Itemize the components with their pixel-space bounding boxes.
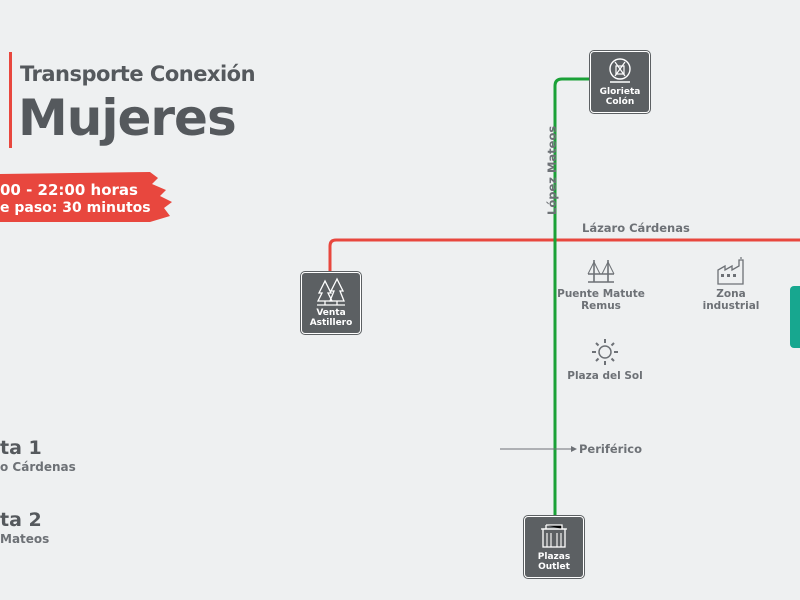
minerva-monument-icon xyxy=(609,58,631,83)
landmark-zona-line1: Zona xyxy=(716,288,746,300)
route-2-street: Mateos xyxy=(0,532,50,546)
street-lazaro-cardenas: Lázaro Cárdenas xyxy=(582,221,690,235)
route-1-name: ta 1 xyxy=(0,437,42,459)
schedule-banner xyxy=(0,172,172,222)
title-line1: Transporte Conexión xyxy=(20,62,256,86)
green-route-line xyxy=(553,77,600,536)
station-venta-line2: Astillero xyxy=(309,318,353,328)
shopping-building-icon xyxy=(541,524,567,548)
station-teal-partial[interactable] xyxy=(790,286,800,348)
route-1-street: o Cárdenas xyxy=(0,460,76,474)
title-line2: Mujeres xyxy=(18,89,237,147)
station-plazas-line2: Outlet xyxy=(538,562,570,572)
landmark-zona-line2: industrial xyxy=(702,300,760,312)
sun-icon xyxy=(592,339,618,365)
route-2-name: ta 2 xyxy=(0,509,42,531)
landmark-puente-line2: Remus xyxy=(581,300,621,312)
landmark-plaza-sol-label: Plaza del Sol xyxy=(567,370,643,382)
station-glorieta-line2: Colón xyxy=(605,97,635,107)
street-periferico: Periférico xyxy=(579,442,642,456)
landmark-puente-matute: Puente Matute Remus xyxy=(552,256,650,312)
factory-icon xyxy=(717,257,744,285)
bridge-icon xyxy=(587,260,615,283)
schedule-hours: 00 - 22:00 horas xyxy=(0,181,138,199)
landmark-puente-line1: Puente Matute xyxy=(557,288,645,300)
landmark-plaza-del-sol: Plaza del Sol xyxy=(560,338,650,382)
landmark-zona-industrial: Zona industrial xyxy=(695,256,767,312)
street-lopez-mateos: López Mateos xyxy=(545,125,559,215)
periferico-arrow xyxy=(571,446,577,452)
schedule-frequency: e paso: 30 minutos xyxy=(0,200,151,216)
pine-trees-icon xyxy=(316,277,345,306)
station-plazas-line1: Plazas xyxy=(537,552,571,562)
title-accent-bar xyxy=(9,52,12,148)
station-venta-line1: Venta xyxy=(316,308,346,318)
station-glorieta-line1: Glorieta xyxy=(599,87,641,97)
red-route-line xyxy=(328,238,800,278)
